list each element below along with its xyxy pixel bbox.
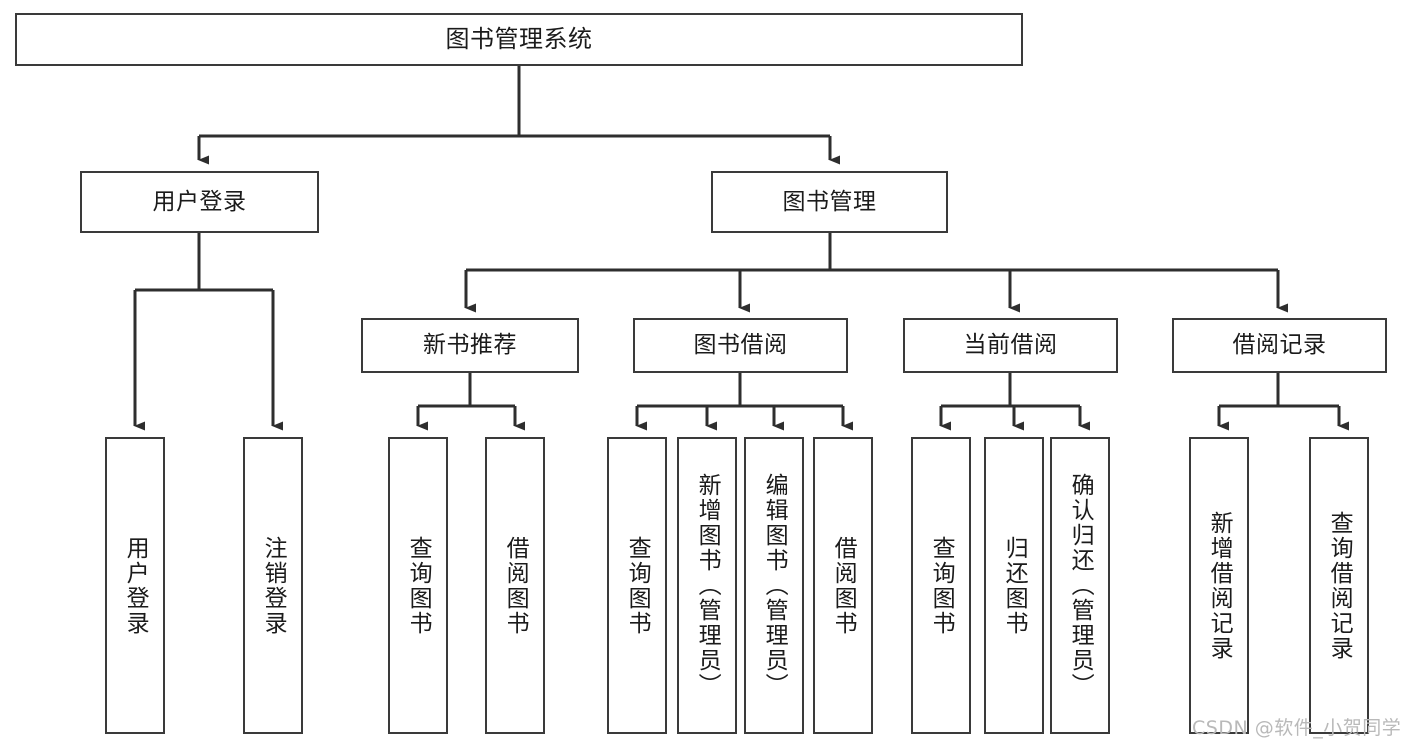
node-current-borrow[interactable]: 当前借阅 xyxy=(903,318,1118,373)
node-leaf-query-book-2[interactable]: 查询图书 xyxy=(607,437,667,734)
node-leaf-add-record[interactable]: 新增借阅记录 xyxy=(1189,437,1249,734)
node-leaf-query-book-1[interactable]: 查询图书 xyxy=(388,437,448,734)
node-leaf-return-book-label: 归还图书 xyxy=(1001,535,1028,636)
node-new-book-rec[interactable]: 新书推荐 xyxy=(361,318,579,373)
node-leaf-add-book-label: 新增图书（管理员） xyxy=(694,473,721,698)
node-leaf-borrow-book-1-label: 借阅图书 xyxy=(502,535,529,636)
node-leaf-confirm-return[interactable]: 确认归还（管理员） xyxy=(1050,437,1110,734)
node-leaf-query-record-label: 查询借阅记录 xyxy=(1326,510,1353,661)
node-root-label: 图书管理系统 xyxy=(445,24,593,53)
node-root[interactable]: 图书管理系统 xyxy=(15,13,1023,66)
node-book-borrow-label: 图书借阅 xyxy=(693,332,788,359)
node-leaf-return-book[interactable]: 归还图书 xyxy=(984,437,1044,734)
node-borrow-record-label: 借阅记录 xyxy=(1232,332,1327,359)
node-leaf-user-logout-label: 注销登录 xyxy=(260,535,287,636)
node-leaf-borrow-book-2[interactable]: 借阅图书 xyxy=(813,437,873,734)
node-leaf-borrow-book-2-label: 借阅图书 xyxy=(830,535,857,636)
watermark: CSDN @软件_小贺同学 xyxy=(1192,717,1402,739)
node-user-login-label: 用户登录 xyxy=(152,188,247,215)
node-borrow-record[interactable]: 借阅记录 xyxy=(1172,318,1387,373)
connectors xyxy=(133,66,1349,431)
node-leaf-query-book-3[interactable]: 查询图书 xyxy=(911,437,971,734)
node-leaf-confirm-return-label: 确认归还（管理员） xyxy=(1067,473,1094,698)
node-leaf-edit-book-label: 编辑图书（管理员） xyxy=(761,473,788,698)
node-leaf-user-login-label: 用户登录 xyxy=(122,535,149,636)
node-leaf-edit-book[interactable]: 编辑图书（管理员） xyxy=(744,437,804,734)
node-leaf-add-book[interactable]: 新增图书（管理员） xyxy=(677,437,737,734)
node-leaf-query-book-2-label: 查询图书 xyxy=(624,535,651,636)
node-leaf-user-logout[interactable]: 注销登录 xyxy=(243,437,303,734)
node-leaf-add-record-label: 新增借阅记录 xyxy=(1206,510,1233,661)
node-leaf-query-book-1-label: 查询图书 xyxy=(405,535,432,636)
node-book-manage[interactable]: 图书管理 xyxy=(711,171,948,233)
node-leaf-query-book-3-label: 查询图书 xyxy=(928,535,955,636)
node-user-login[interactable]: 用户登录 xyxy=(80,171,319,233)
node-book-borrow[interactable]: 图书借阅 xyxy=(633,318,848,373)
node-leaf-user-login[interactable]: 用户登录 xyxy=(105,437,165,734)
node-leaf-borrow-book-1[interactable]: 借阅图书 xyxy=(485,437,545,734)
node-leaf-query-record[interactable]: 查询借阅记录 xyxy=(1309,437,1369,734)
node-new-book-rec-label: 新书推荐 xyxy=(423,332,517,359)
node-current-borrow-label: 当前借阅 xyxy=(963,332,1058,359)
node-book-manage-label: 图书管理 xyxy=(782,188,877,215)
